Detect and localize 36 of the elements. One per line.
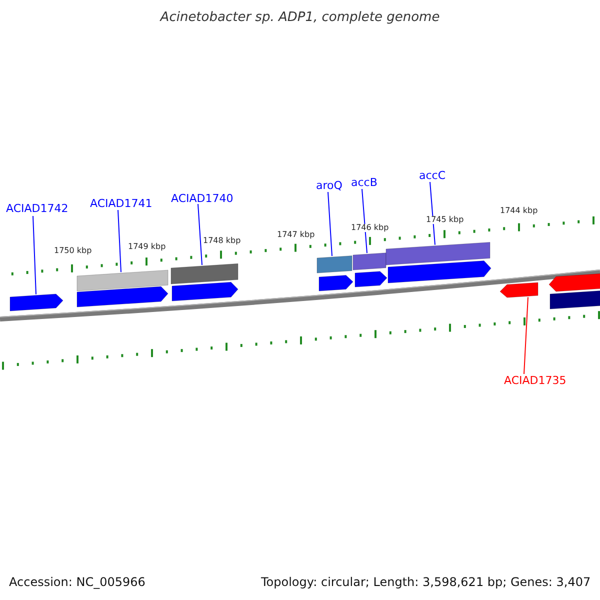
position-label: 1747 kbp	[276, 231, 316, 239]
gene-bar	[352, 252, 386, 270]
gene-label: ACIAD1735	[504, 375, 566, 386]
gene-bar	[76, 270, 168, 292]
diagram-title: Acinetobacter sp. ADP1, complete genome	[158, 11, 441, 24]
gene-feature-block	[10, 294, 64, 312]
position-label: 1750 kbp	[53, 247, 93, 255]
leader-line	[524, 296, 528, 374]
gene-label: aroQ	[316, 180, 342, 191]
gene-feature-block	[318, 275, 354, 292]
position-label: 1748 kbp	[202, 237, 242, 245]
leader-line	[198, 204, 202, 266]
gene-feature-block	[76, 286, 168, 308]
gene-label: ACIAD1741	[90, 198, 152, 209]
gene-bar	[170, 263, 238, 284]
leader-line	[430, 182, 436, 246]
position-label: 1749 kbp	[127, 243, 167, 251]
leader-line	[328, 192, 332, 257]
position-label: 1745 kbp	[425, 216, 465, 224]
gene-label: ACIAD1740	[171, 193, 234, 204]
gene-label: accB	[351, 177, 378, 188]
gene-label: accC	[419, 170, 446, 181]
gene-bar	[550, 290, 600, 310]
leader-line	[118, 210, 122, 273]
genome-summary-text: Topology: circular; Length: 3,598,621 bp; Genes: 3,407	[261, 576, 591, 588]
leader-line	[362, 188, 368, 254]
gene-feature-block	[172, 282, 238, 302]
accession-text: Accession: NC_005966	[9, 576, 146, 588]
position-label: 1746 kbp	[350, 224, 390, 232]
gene-feature-block	[500, 282, 538, 298]
gene-label: ACIAD1742	[6, 203, 68, 214]
position-label: 1744 kbp	[499, 207, 539, 215]
gene-feature-block	[548, 273, 600, 292]
gene-feature-block	[354, 271, 388, 288]
leader-line	[32, 216, 36, 295]
gene-bar	[316, 255, 352, 274]
